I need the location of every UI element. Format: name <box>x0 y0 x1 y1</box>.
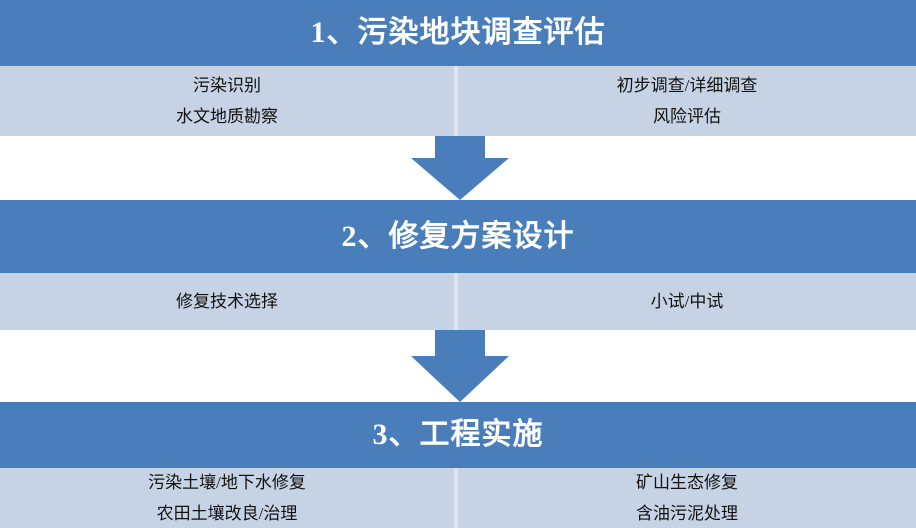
stage-1-title: 1、污染地块调查评估 <box>310 16 606 50</box>
down-arrow-2-icon <box>411 330 509 402</box>
connector-1 <box>0 136 916 200</box>
stage-2-left-item-1: 修复技术选择 <box>176 292 278 311</box>
stage-2: 2、修复方案设计 修复技术选择 小试/中试 <box>0 200 916 330</box>
stage-1-right-item-2: 风险评估 <box>653 107 721 126</box>
stage-3-right-item-2: 含油污泥处理 <box>636 504 738 523</box>
stage-2-header: 2、修复方案设计 <box>0 200 916 273</box>
stage-1-left-item-2: 水文地质勘察 <box>176 107 278 126</box>
stage-2-column-right: 小试/中试 <box>458 273 916 330</box>
stage-1-column-right: 初步调查/详细调查 风险评估 <box>458 66 916 136</box>
stage-2-body: 修复技术选择 小试/中试 <box>0 273 916 330</box>
connector-2 <box>0 330 916 402</box>
stage-3-column-right: 矿山生态修复 含油污泥处理 <box>458 468 916 528</box>
stage-1-header: 1、污染地块调查评估 <box>0 0 916 66</box>
stage-3-header: 3、工程实施 <box>0 402 916 468</box>
stage-3-body: 污染土壤/地下水修复 农田土壤改良/治理 矿山生态修复 含油污泥处理 <box>0 468 916 528</box>
stage-3-left-item-2: 农田土壤改良/治理 <box>156 504 298 523</box>
stage-3-left-item-1: 污染土壤/地下水修复 <box>148 473 306 492</box>
stage-1-left-item-1: 污染识别 <box>193 76 261 95</box>
stage-1: 1、污染地块调查评估 污染识别 水文地质勘察 初步调查/详细调查 风险评估 <box>0 0 916 136</box>
stage-1-column-left: 污染识别 水文地质勘察 <box>0 66 458 136</box>
stage-2-right-item-1: 小试/中试 <box>650 292 724 311</box>
stage-1-body: 污染识别 水文地质勘察 初步调查/详细调查 风险评估 <box>0 66 916 136</box>
stage-3: 3、工程实施 污染土壤/地下水修复 农田土壤改良/治理 矿山生态修复 含油污泥处… <box>0 402 916 528</box>
stage-2-column-left: 修复技术选择 <box>0 273 458 330</box>
stage-3-right-item-1: 矿山生态修复 <box>636 473 738 492</box>
stage-2-title: 2、修复方案设计 <box>341 219 575 253</box>
stage-3-title: 3、工程实施 <box>372 418 544 452</box>
down-arrow-1-icon <box>411 136 509 200</box>
stage-3-column-left: 污染土壤/地下水修复 农田土壤改良/治理 <box>0 468 458 528</box>
stage-1-right-item-1: 初步调查/详细调查 <box>616 76 758 95</box>
